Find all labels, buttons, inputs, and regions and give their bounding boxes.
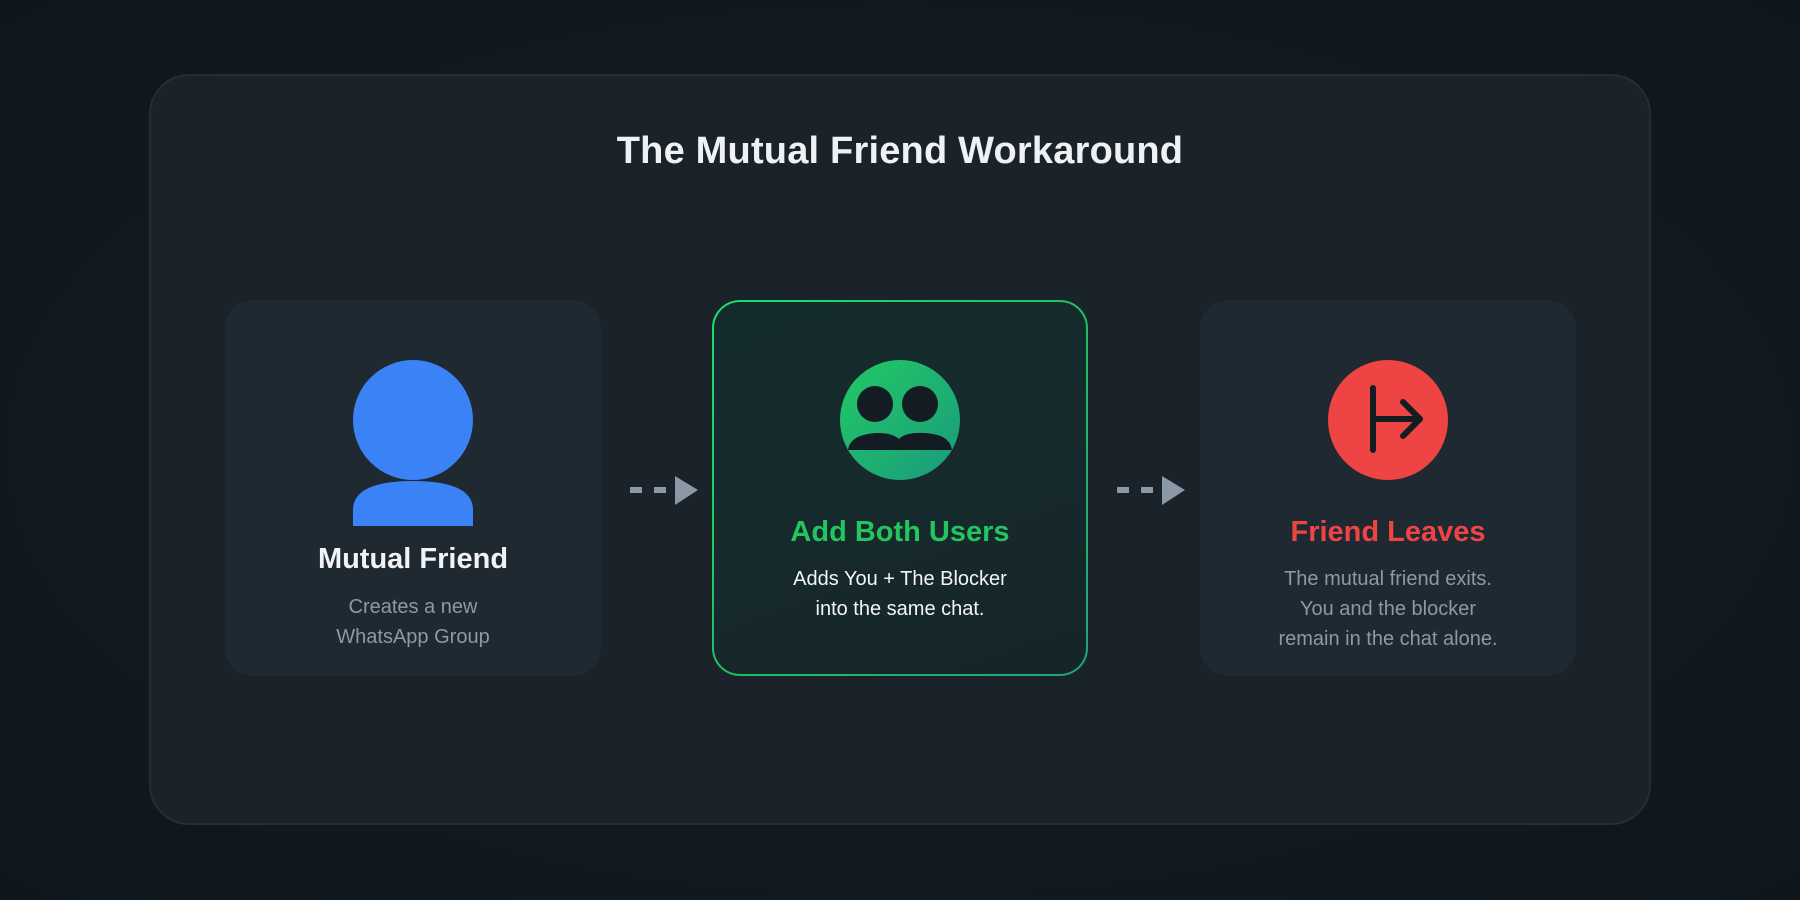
desc-line: Adds You + The Blocker: [793, 568, 1007, 590]
step-description: The mutual friend exits. You and the blo…: [1200, 564, 1576, 654]
desc-line: You and the blocker: [1299, 598, 1477, 620]
step-card-add-both-users: Add Both Users Adds You + The Blocker in…: [712, 300, 1088, 676]
desc-line: remain in the chat alone.: [1278, 628, 1498, 650]
desc-line: The mutual friend exits.: [1284, 568, 1492, 590]
step-title: Friend Leaves: [1290, 516, 1486, 548]
step-title: Mutual Friend: [317, 543, 509, 575]
diagram-container: The Mutual Friend Workaround Mutual Frie…: [149, 74, 1651, 825]
step-card-mutual-friend: Mutual Friend Creates a new WhatsApp Gro…: [225, 300, 601, 676]
desc-line: Creates a new: [348, 596, 478, 618]
exit-arrow-icon: [1328, 360, 1448, 480]
person-icon: [353, 360, 473, 526]
group-users-icon: [840, 360, 960, 480]
step-description: Adds You + The Blocker into the same cha…: [714, 564, 1086, 624]
step-card-friend-leaves: Friend Leaves The mutual friend exits. Y…: [1200, 300, 1576, 676]
step-description: Creates a new WhatsApp Group: [225, 592, 601, 652]
desc-line: into the same chat.: [815, 598, 985, 620]
desc-line: WhatsApp Group: [336, 626, 490, 648]
step-title: Add Both Users: [790, 516, 1010, 548]
dashed-arrow-icon: [1117, 476, 1185, 505]
dashed-arrow-icon: [630, 476, 698, 505]
diagram-title: The Mutual Friend Workaround: [616, 130, 1184, 172]
